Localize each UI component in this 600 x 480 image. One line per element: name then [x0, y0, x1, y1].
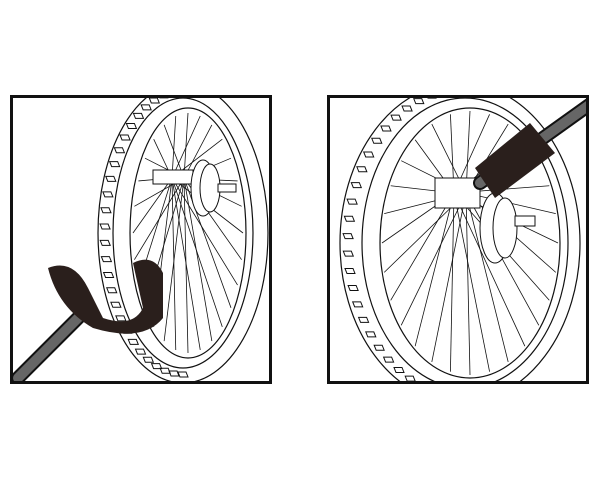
- spoke: [163, 124, 185, 179]
- spoke: [171, 115, 177, 179]
- tread-block: [393, 366, 405, 373]
- tread-block: [99, 223, 111, 230]
- tread-block: [168, 370, 180, 377]
- tread-block: [373, 344, 385, 351]
- spoke: [414, 192, 455, 347]
- tread-block: [108, 161, 121, 168]
- tread-block: [344, 267, 356, 274]
- tread-block: [362, 151, 375, 158]
- tread-block: [159, 367, 171, 374]
- tread-block: [127, 338, 140, 345]
- tread-block: [177, 371, 189, 378]
- tread-block: [357, 316, 370, 323]
- tread-block: [102, 271, 115, 278]
- tread-block: [100, 207, 112, 214]
- tread-block: [142, 356, 155, 363]
- tread-block: [148, 98, 161, 104]
- tire: [97, 98, 269, 381]
- tread-block: [390, 114, 402, 121]
- spoke: [400, 192, 467, 326]
- tread-block: [342, 233, 354, 240]
- tread-block: [99, 239, 111, 246]
- spoke: [163, 177, 185, 342]
- tread-block: [125, 122, 138, 129]
- spoke: [431, 192, 467, 363]
- spoke: [465, 192, 471, 376]
- tread-block: [150, 363, 163, 370]
- tread-block: [132, 112, 145, 119]
- tread-block: [350, 182, 363, 189]
- tire: [339, 98, 581, 381]
- tire-tread: [99, 98, 189, 378]
- tread-block: [113, 147, 126, 154]
- tread-block: [356, 166, 368, 173]
- spoke: [183, 112, 189, 179]
- spoke: [171, 177, 223, 327]
- spoke: [171, 115, 201, 179]
- tread-block: [100, 256, 113, 263]
- tread-block: [119, 134, 131, 141]
- tread-block: [404, 375, 416, 381]
- tread-block: [115, 315, 127, 322]
- tread-block: [106, 287, 118, 294]
- spoke: [450, 192, 455, 372]
- spoke: [390, 192, 455, 301]
- wheel-illustration: [339, 98, 586, 381]
- spoke: [134, 177, 185, 260]
- tire-tread: [342, 98, 437, 381]
- cassette: [152, 159, 237, 217]
- spoke: [183, 177, 213, 342]
- tread-block: [343, 215, 356, 222]
- tread-block: [105, 175, 117, 182]
- illustration-panel-tire-cleaning: [10, 95, 272, 384]
- tread-block: [365, 331, 377, 338]
- spoke: [183, 124, 213, 179]
- tread-block: [134, 348, 147, 355]
- brush-tool: [473, 98, 586, 198]
- tread-block: [140, 104, 152, 111]
- tread-block: [382, 356, 395, 363]
- tread-block: [413, 98, 425, 105]
- tread-block: [110, 301, 122, 308]
- spoke: [171, 177, 238, 286]
- cassette: [434, 177, 536, 264]
- tread-block: [380, 125, 392, 132]
- illustration-panel-cassette-cleaning: [327, 95, 589, 384]
- tread-block: [102, 191, 114, 198]
- spoke: [465, 192, 509, 363]
- tread-block: [401, 105, 413, 112]
- tread-block: [346, 198, 358, 205]
- tread-block: [342, 250, 355, 257]
- spoke: [453, 192, 526, 347]
- tread-block: [351, 301, 364, 308]
- spoke: [183, 177, 189, 354]
- spoke: [132, 177, 173, 234]
- tread-block: [371, 137, 383, 144]
- tread-block: [347, 284, 359, 291]
- wheel-illustration: [13, 98, 269, 381]
- brush-tool: [13, 259, 163, 381]
